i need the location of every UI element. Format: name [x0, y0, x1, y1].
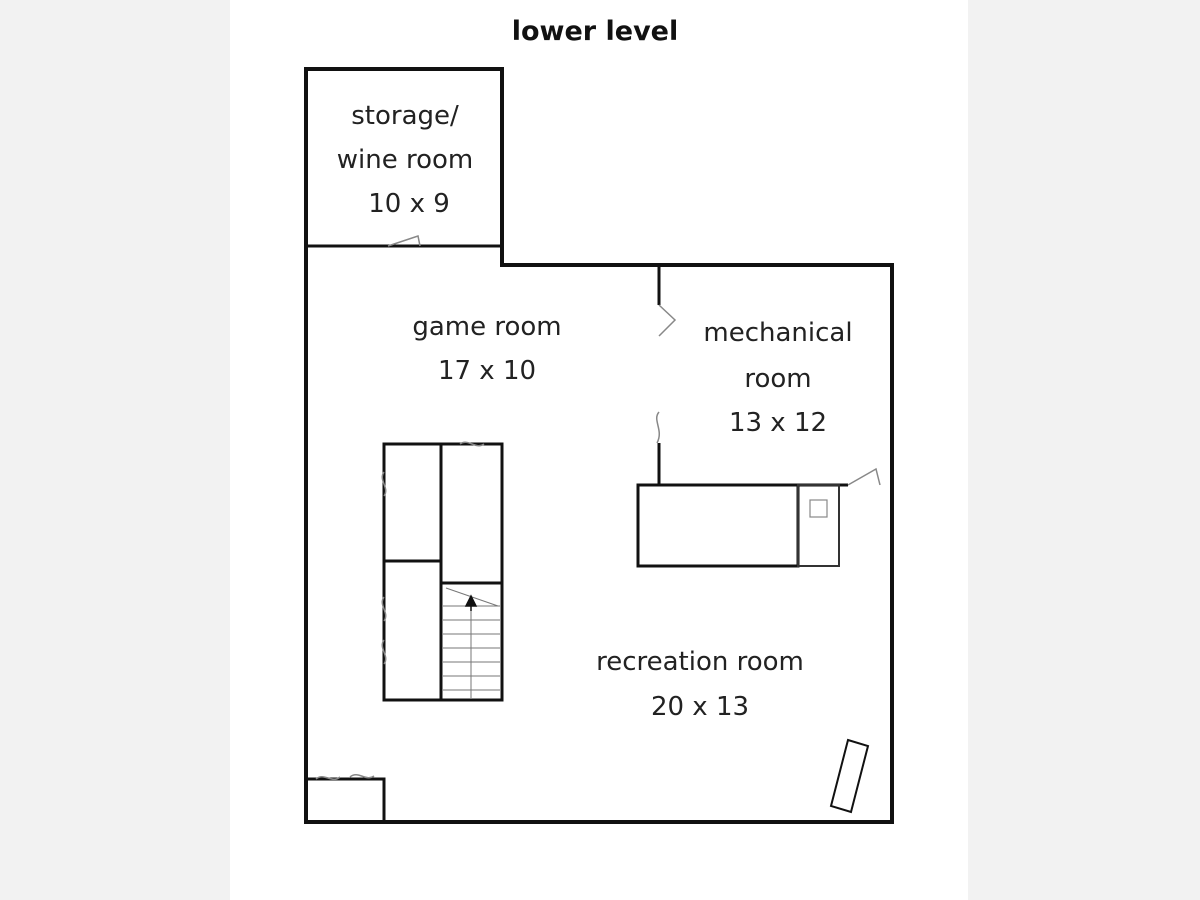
storage-room-name-line2: wine room	[337, 145, 474, 175]
staircase	[439, 581, 504, 702]
closet-door-1	[381, 471, 387, 497]
recreation-room-name: recreation room	[596, 647, 804, 677]
mechanical-side-door	[655, 411, 661, 444]
corner-closet-door-2	[349, 773, 375, 779]
panel-icon	[809, 499, 828, 518]
stair-closet-door	[459, 441, 485, 447]
corner-closet	[306, 777, 386, 822]
game-room-size: 17 x 10	[438, 356, 536, 386]
mechanical-room-size: 13 x 12	[729, 408, 827, 438]
stair-treads	[443, 587, 500, 698]
mechanical-room-name-line2: room	[744, 364, 811, 394]
mechanical-bottom-door-swing	[847, 467, 881, 486]
game-room-label: game room 17 x 10	[412, 312, 561, 386]
mechanical-room-name-line1: mechanical	[703, 318, 852, 348]
electric-panel	[797, 484, 840, 567]
storage-room-name-line1: storage/	[351, 101, 459, 131]
closet-door-2	[381, 596, 387, 622]
storage-room-size: 10 x 9	[368, 189, 450, 219]
stair-up-arrow-icon	[464, 594, 478, 611]
closet-door-3	[381, 639, 387, 665]
recreation-room-size: 20 x 13	[651, 692, 749, 722]
closet-lower	[382, 559, 443, 702]
stair-closet	[439, 442, 504, 585]
mechanical-room-label: mechanical room 13 x 12	[703, 318, 852, 438]
exterior-wall	[304, 67, 894, 824]
angled-fixture	[829, 738, 870, 814]
mechanical-door-swing	[658, 304, 677, 337]
storage-room-label: storage/ wine room 10 x 9	[337, 101, 474, 219]
corner-closet-door-1	[315, 775, 341, 781]
closet-upper	[382, 442, 443, 563]
storage-door-swing	[387, 235, 421, 247]
floor-plan-title: lower level	[511, 16, 679, 47]
recreation-room-label: recreation room 20 x 13	[596, 647, 804, 722]
game-room-name: game room	[412, 312, 561, 342]
utility-cabinet	[636, 483, 800, 568]
